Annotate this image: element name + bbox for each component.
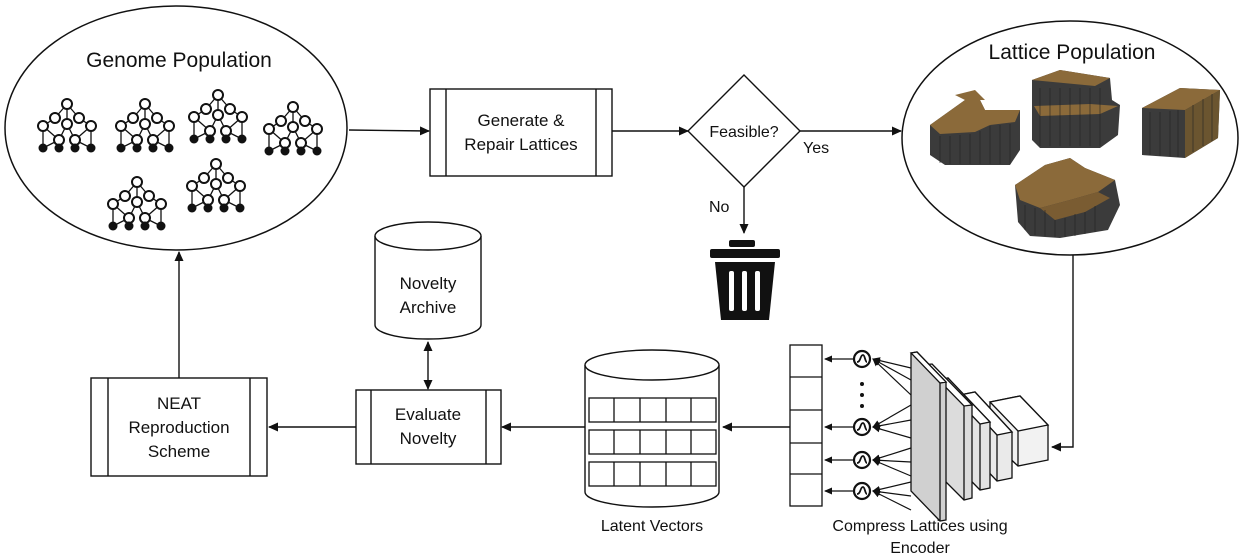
feasible-label: Feasible? <box>709 124 778 141</box>
encoder-label-line2: Encoder <box>890 540 950 557</box>
evaluate-label-line2: Novelty <box>400 429 457 448</box>
no-label: No <box>709 199 730 216</box>
activation-icon <box>852 481 872 501</box>
lattice-population: Lattice Population <box>901 20 1239 256</box>
evaluate-novelty-box: Evaluate Novelty <box>355 389 502 465</box>
generate-repair-box: Generate & Repair Lattices <box>429 88 613 177</box>
encoder-connections <box>872 357 912 511</box>
neat-reproduction-box: NEAT Reproduction Scheme <box>90 377 268 477</box>
evaluate-label-line1: Evaluate <box>395 405 461 424</box>
yes-label: Yes <box>803 140 829 157</box>
lattice-shape-icon <box>930 90 1020 165</box>
activation-arrows <box>824 355 854 495</box>
novelty-archive: Novelty Archive <box>374 221 482 340</box>
generate-label-line1: Generate & <box>478 111 566 130</box>
lattice-shape-icon <box>1015 158 1120 238</box>
latent-vectors-label: Latent Vectors <box>601 518 703 535</box>
archive-label-line2: Archive <box>400 298 457 317</box>
arrow-lattice-to-encoder <box>1051 255 1074 452</box>
genome-population: Genome Population <box>4 5 348 251</box>
activation-icon <box>852 450 872 470</box>
neat-label-line3: Scheme <box>148 442 210 461</box>
lattice-population-title: Lattice Population <box>989 41 1156 64</box>
lattice-shape-icon <box>1142 88 1220 158</box>
neat-label-line2: Reproduction <box>128 418 229 437</box>
neat-label-line1: NEAT <box>157 394 201 413</box>
genome-population-title: Genome Population <box>86 49 272 72</box>
encoder-label-line1: Compress Lattices using <box>832 518 1007 535</box>
activation-icon <box>852 417 872 437</box>
activation-icon <box>852 349 872 369</box>
latent-vector-column <box>789 344 823 507</box>
generate-label-line2: Repair Lattices <box>464 135 577 154</box>
lattice-shape-icon <box>1032 70 1120 148</box>
latent-vectors-database: Latent Vectors <box>584 349 720 535</box>
archive-label-line1: Novelty <box>400 274 457 293</box>
ellipsis-dots <box>860 382 864 408</box>
encoder-layer-1 <box>909 351 948 522</box>
encoder: Compress Lattices using Encoder <box>789 344 1050 557</box>
trash-icon <box>710 240 780 320</box>
feasible-decision: Feasible? Yes No <box>687 74 829 216</box>
arrow-genome-to-generate <box>348 126 430 136</box>
